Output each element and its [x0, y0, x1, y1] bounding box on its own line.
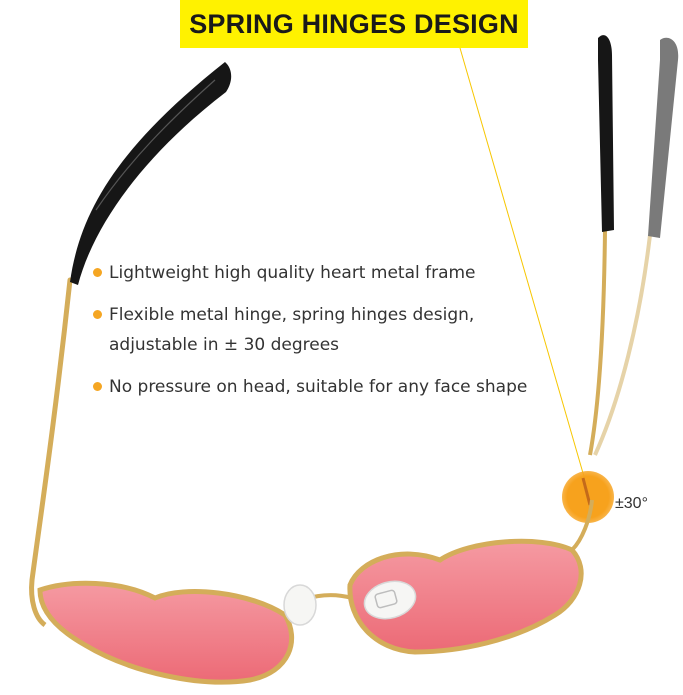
heart-frame — [29, 499, 594, 685]
feature-text: Flexible metal hinge, spring hinges desi… — [109, 305, 475, 325]
feature-text: adjustable in ± 30 degrees — [109, 335, 340, 355]
feature-list: Lightweight high quality heart metal fra… — [93, 258, 527, 414]
callout-line — [459, 47, 586, 481]
feature-item: Lightweight high quality heart metal fra… — [93, 258, 527, 288]
left-temple-arm — [29, 62, 232, 583]
feature-text: No pressure on head, suitable for any fa… — [109, 377, 528, 397]
nose-pad-left — [283, 584, 317, 626]
feature-item: Flexible metal hinge, spring hinges desi… — [93, 300, 527, 360]
bullet-dot-icon — [93, 382, 102, 391]
hinge-angle-label: ±30° — [615, 495, 648, 512]
bullet-dot-icon — [93, 268, 102, 277]
nose-pad-right — [363, 580, 417, 620]
feature-item: No pressure on head, suitable for any fa… — [93, 372, 527, 402]
bullet-dot-icon — [93, 310, 102, 319]
feature-text: Lightweight high quality heart metal fra… — [109, 263, 476, 283]
spring-hinges-banner: SPRING HINGES DESIGN — [180, 0, 528, 48]
right-temple-arms — [588, 35, 679, 456]
